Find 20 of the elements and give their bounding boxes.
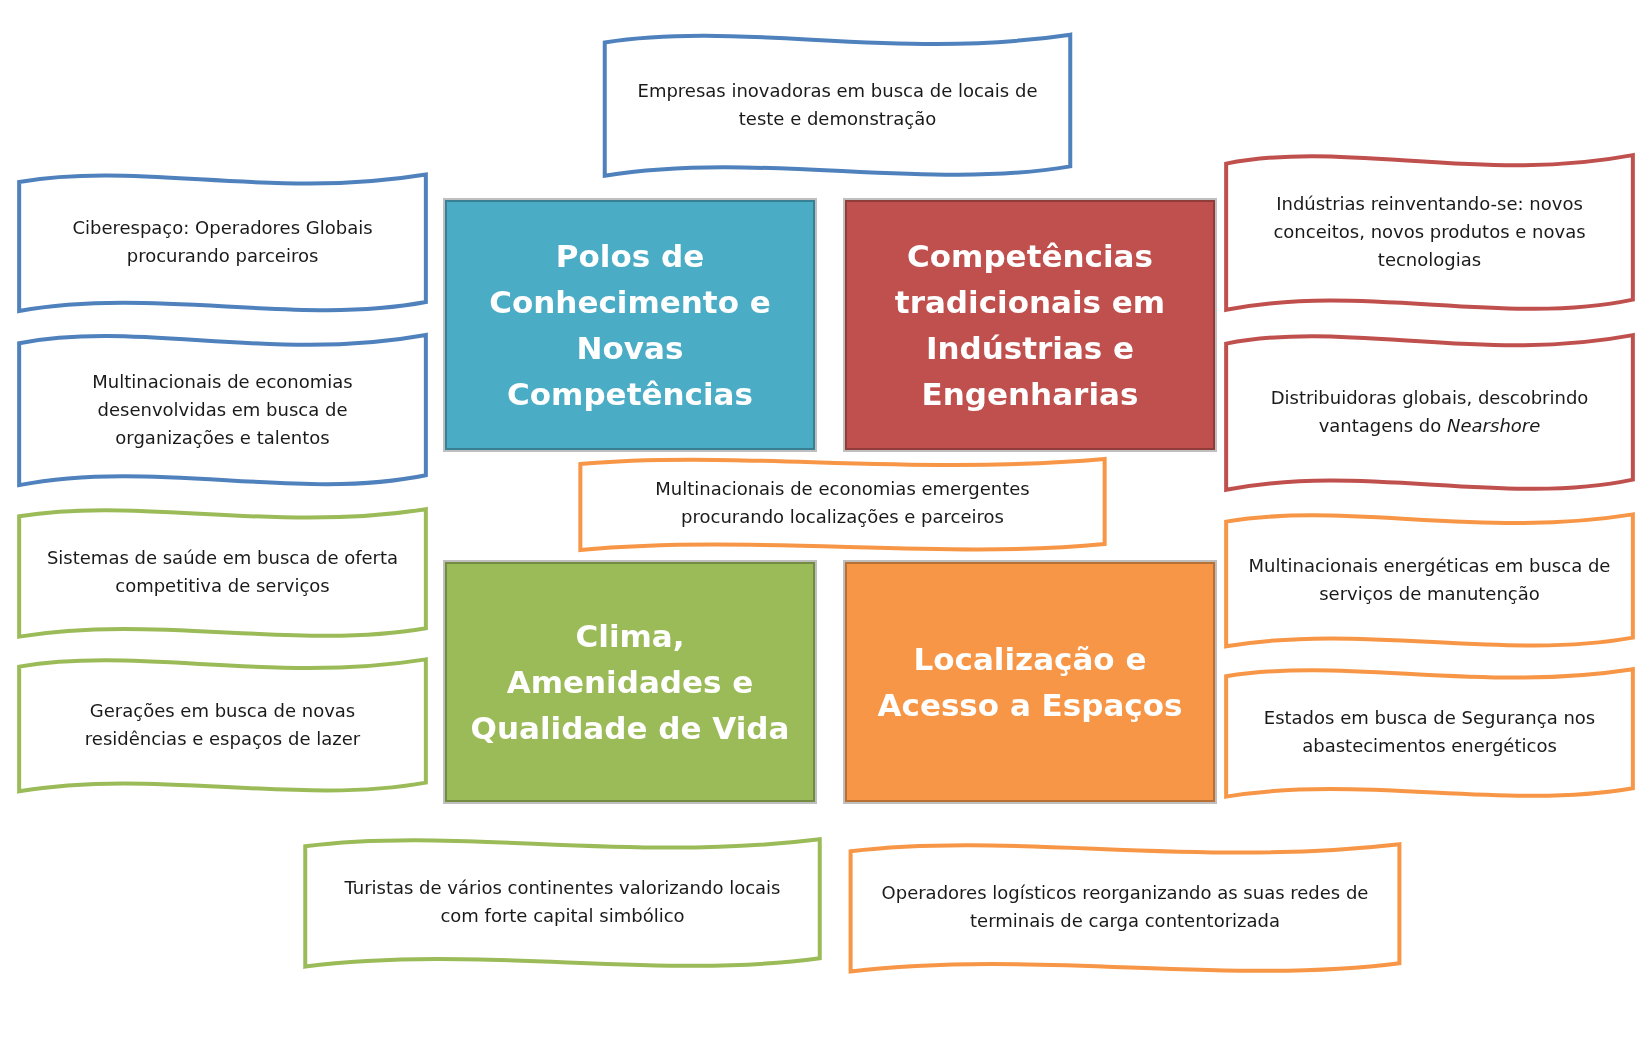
- banner-text: Turistas de vários continentes valorizando locais com forte capital simbólico: [343, 876, 782, 928]
- banner-text: Empresas inovadoras em busca de locais de teste e demonstração: [636, 78, 1039, 131]
- banner-text: Indústrias reinventando-se: novos conceitos, novos produtos e novas tecnologias: [1272, 192, 1587, 272]
- banner-text: Ciberespaço: Operadores Globais procurando parceiros: [71, 216, 374, 268]
- category-title: Competências tradicionais em Indústrias e Engenharias: [893, 237, 1167, 414]
- category-square: [445, 562, 815, 802]
- category-square: [845, 200, 1215, 450]
- category-title: Polos de Conhecimento e Novas Competências: [488, 237, 772, 414]
- banner-text: Multinacionais de economias desenvolvidas em busca de organizações e talentos: [91, 369, 354, 450]
- banner-text: Gerações em busca de novas residências e espaços de lazer: [83, 698, 362, 751]
- banner-text: Multinacionais de economias emergentes procurando localizações e parceiros: [654, 477, 1031, 529]
- category-square: [845, 562, 1215, 802]
- banner-text: Sistemas de saúde em busca de oferta competitiva de serviços: [45, 546, 400, 598]
- banner-text: Estados em busca de Segurança nos abastecimentos energéticos: [1262, 706, 1597, 758]
- banner-text: Distribuidoras globais, descobrindo vantagens do Nearshore: [1269, 386, 1590, 438]
- category-square: [445, 200, 815, 450]
- category-title: Localização e Acesso a Espaços: [876, 640, 1184, 725]
- banner-text: Operadores logísticos reorganizando as suas redes de terminais de carga contentorizada: [880, 881, 1370, 933]
- banner-text: Multinacionais energéticas em busca de serviços de manutenção: [1248, 553, 1611, 606]
- category-title: Clima, Amenidades e Qualidade de Vida: [469, 617, 791, 748]
